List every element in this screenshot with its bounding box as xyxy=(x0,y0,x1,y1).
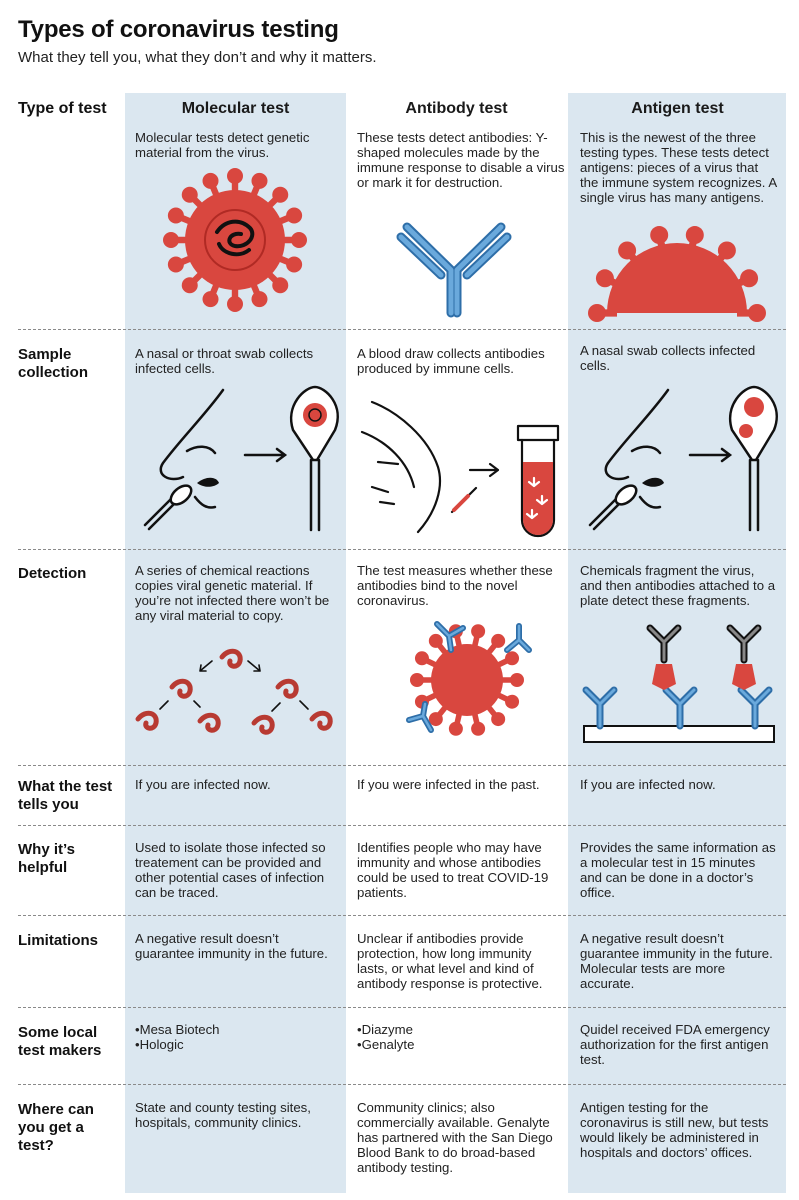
molecular-limitations: A negative result doesn’t guarantee immu… xyxy=(135,931,328,961)
molecular-detection: A series of chemical reactions copies vi… xyxy=(135,563,330,623)
page-subtitle: What they tell you, what they don’t and … xyxy=(18,49,377,66)
virus-illustration xyxy=(163,168,307,312)
virus-spike-tip xyxy=(588,304,606,322)
virus-spike-tip xyxy=(595,269,614,288)
row-separator xyxy=(18,825,786,826)
virus-spike-tip xyxy=(167,207,184,224)
virus-spike-tip xyxy=(251,291,268,308)
antibody-description: These tests detect antibodies: Y-shaped … xyxy=(357,130,565,190)
virus-spike-tip xyxy=(163,232,179,248)
virus-spike-tip xyxy=(272,186,289,203)
molecular-makers-list: •Mesa Biotech •Hologic xyxy=(135,1022,340,1052)
virus-spike-tip xyxy=(510,673,524,687)
virus-spike-tip xyxy=(291,232,307,248)
virus-spike-tip xyxy=(227,296,243,312)
antigen-nasal-swab-illustration xyxy=(588,385,778,532)
antigen-limitations: A negative result doesn’t guarantee immu… xyxy=(580,931,773,991)
row-separator xyxy=(18,1007,786,1008)
virus-spike-tip xyxy=(286,256,303,273)
row-label-makers: Some local test makers xyxy=(18,1024,102,1059)
virus-spike-tip xyxy=(505,651,520,666)
virus-spike-tip xyxy=(181,186,198,203)
virus-spike-tip xyxy=(740,269,759,288)
virus-spike-tip xyxy=(272,277,289,294)
column-header-antigen: Antigen test xyxy=(631,100,724,117)
virus-spike-tip xyxy=(428,633,443,648)
list-item: •Mesa Biotech xyxy=(135,1022,220,1037)
row-separator xyxy=(18,329,786,330)
row-label-detection: Detection xyxy=(18,565,87,582)
virus-spike-tip xyxy=(414,651,429,666)
antigen-description: This is the newest of the three testing … xyxy=(580,130,777,205)
virus-spike-tip xyxy=(491,712,506,727)
virus-spike-tip xyxy=(428,712,443,727)
row-label-header: Type of test xyxy=(18,100,107,117)
antigen-plate-illustration xyxy=(582,624,775,743)
list-item: •Genalyte xyxy=(357,1037,415,1052)
row-separator xyxy=(18,915,786,916)
virus-spike-tip xyxy=(202,291,219,308)
row-label-limitations: Limitations xyxy=(18,932,99,949)
antibody-illustration xyxy=(396,222,512,318)
antigen-sample: A nasal swab collects infected cells. xyxy=(580,343,756,373)
column-header-antibody: Antibody test xyxy=(405,100,508,117)
molecular-helpful: Used to isolate those infected so treate… xyxy=(135,840,326,900)
row-label-where: Where can you get a test? xyxy=(18,1101,94,1154)
antigen-illustration xyxy=(588,226,766,322)
virus-spike-tip xyxy=(251,172,268,189)
molecular-sample: A nasal or throat swab collects infected… xyxy=(135,346,314,376)
virus-spike-tip xyxy=(618,241,637,260)
antibody-detection: The test measures whether these antibodi… xyxy=(357,563,553,608)
virus-spike-tip xyxy=(505,694,520,709)
row-label-sample: Sample collection xyxy=(18,346,89,381)
virus-spike-tip xyxy=(650,226,669,245)
antibody-helpful: Identifies people who may have immunity … xyxy=(357,840,549,900)
row-separator xyxy=(18,1084,786,1085)
antibody-makers-list: •Diazyme •Genalyte xyxy=(357,1022,565,1052)
antibody-limitations: Unclear if antibodies provide protection… xyxy=(357,931,543,991)
virus-spike-tip xyxy=(227,168,243,184)
blood-draw-illustration xyxy=(360,400,560,538)
virus-spike-tip xyxy=(167,256,184,273)
molecular-tells: If you are infected now. xyxy=(135,777,271,792)
row-separator xyxy=(18,549,786,550)
list-item: •Hologic xyxy=(135,1037,184,1052)
nasal-swab-illustration xyxy=(143,385,339,532)
antibody-sample: A blood draw collects antibodies produce… xyxy=(357,346,545,376)
antibody-where: Community clinics; also commercially ava… xyxy=(357,1100,553,1175)
rna-copy-illustration xyxy=(135,648,333,735)
virus-spike-tip xyxy=(286,207,303,224)
virus-spike-tip xyxy=(410,673,424,687)
virus-spike-tip xyxy=(685,226,704,245)
antigen-makers: Quidel received FDA emergency authorizat… xyxy=(580,1022,770,1067)
antibody-binding-illustration xyxy=(406,621,532,736)
row-label-helpful: Why it’s helpful xyxy=(18,841,75,876)
list-item: •Diazyme xyxy=(357,1022,413,1037)
antigen-tells: If you are infected now. xyxy=(580,777,716,792)
row-label-tells: What the test tells you xyxy=(18,778,113,813)
antibody-tells: If you were infected in the past. xyxy=(357,777,540,792)
antigen-detection: Chemicals fragment the virus, and then a… xyxy=(580,563,776,608)
row-separator xyxy=(18,765,786,766)
antigen-where: Antigen testing for the coronavirus is s… xyxy=(580,1100,769,1160)
virus-spike-tip xyxy=(202,172,219,189)
virus-spike-tip xyxy=(181,277,198,294)
molecular-where: State and county testing sites, hospital… xyxy=(135,1100,311,1130)
antigen-helpful: Provides the same information as a molec… xyxy=(580,840,776,900)
molecular-description: Molecular tests detect genetic material … xyxy=(135,130,310,160)
virus-spike-tip xyxy=(471,624,486,639)
virus-spike-tip xyxy=(471,721,486,736)
virus-spike-tip xyxy=(448,721,463,736)
column-header-molecular: Molecular test xyxy=(181,100,290,117)
virus-spike-tip xyxy=(717,241,736,260)
virus-spike-tip xyxy=(491,633,506,648)
virus-spike-tip xyxy=(748,304,766,322)
page-title: Types of coronavirus testing xyxy=(18,16,339,43)
